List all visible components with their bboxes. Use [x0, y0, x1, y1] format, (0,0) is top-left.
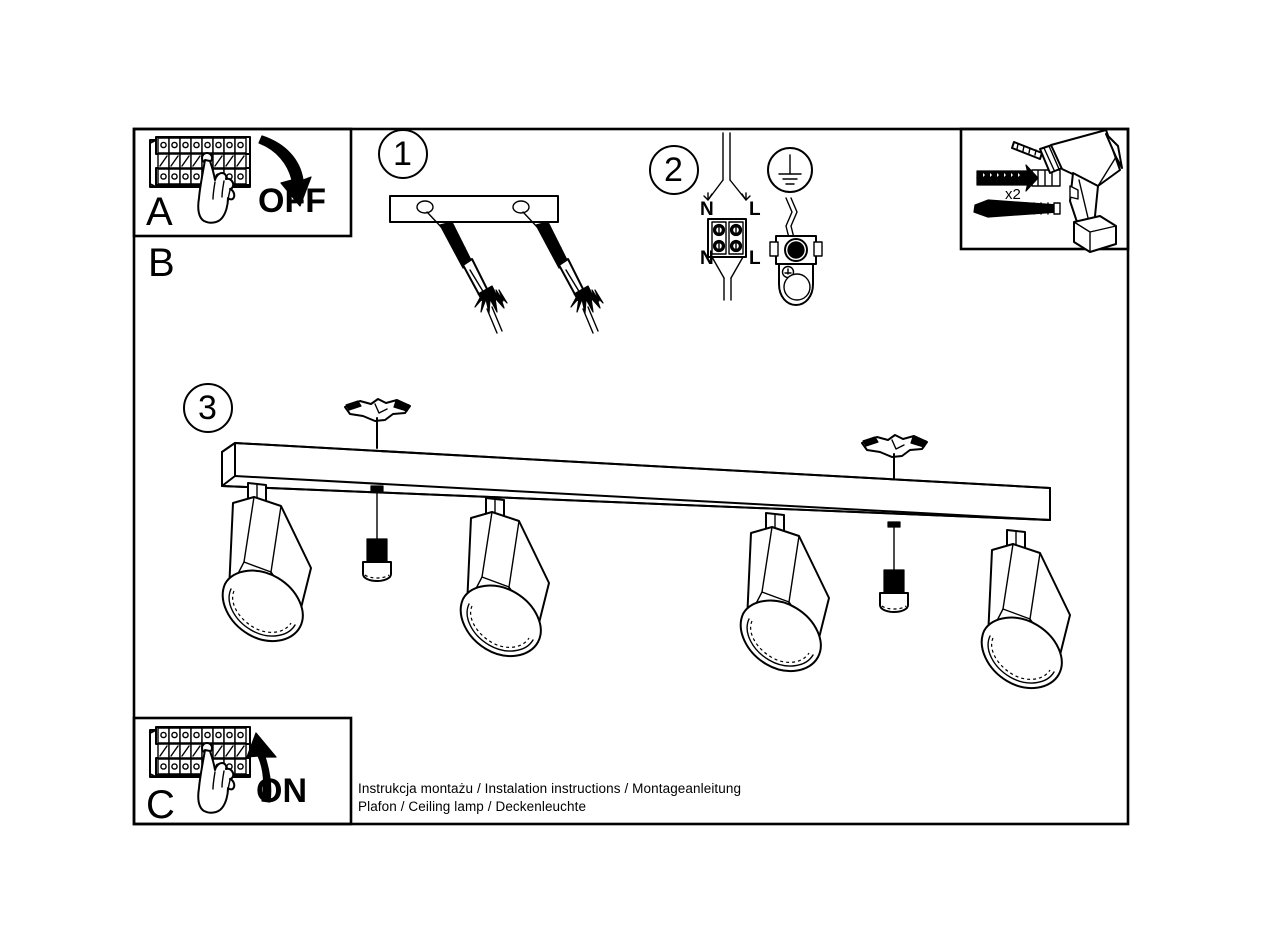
arrow-curved-up-icon-c — [246, 732, 277, 803]
step-1-number: 1 — [393, 135, 412, 173]
terminal-label-l-bottom: L — [749, 248, 761, 269]
step-2-wiring-drawing — [703, 132, 823, 306]
wall-plug-anchor-icon — [976, 164, 1061, 192]
spotlight-head-2 — [459, 497, 550, 657]
screw-icon — [973, 199, 1061, 218]
circuit-breaker-panel-icon-a — [149, 136, 251, 188]
hanging-bulb-2 — [879, 521, 909, 613]
terminal-label-l-top: L — [749, 199, 761, 220]
hand-pointing-icon-a — [197, 152, 236, 224]
tools-quantity-label: x2 — [1005, 186, 1021, 203]
step-2-number: 2 — [664, 151, 683, 189]
panel-a-box — [132, 127, 353, 238]
footer-line-1: Instrukcja montażu / Instalation instruc… — [358, 781, 742, 796]
mounting-bracket-1 — [344, 398, 411, 449]
terminal-label-n-bottom: N — [700, 248, 714, 269]
step-2-circle — [649, 145, 699, 195]
step-3-circle — [183, 383, 233, 433]
spotlight-head-3 — [739, 512, 830, 672]
step-3-number: 3 — [198, 389, 217, 427]
circuit-breaker-panel-icon-c — [149, 726, 251, 778]
step-1-drawing — [389, 195, 604, 334]
hand-pointing-icon-c — [197, 742, 236, 814]
power-drill-icon — [1011, 129, 1123, 253]
step-1-circle — [378, 129, 428, 179]
step-3-lamp-drawing — [221, 398, 1071, 689]
panel-a-state-label: OFF — [258, 182, 326, 220]
tools-box — [959, 127, 1130, 251]
spotlight-head-1 — [221, 482, 312, 642]
footer-line-2: Plafon / Ceiling lamp / Deckenleuchte — [358, 799, 587, 814]
panel-c-box — [132, 716, 353, 826]
panel-c-letter: C — [146, 783, 175, 827]
arrow-curved-down-icon-a — [258, 135, 312, 207]
panel-b-letter: B — [148, 241, 175, 285]
hanging-bulb-1 — [362, 485, 392, 582]
terminal-label-n-top: N — [700, 199, 714, 220]
mounting-bracket-2 — [861, 434, 928, 491]
panel-a-letter: A — [146, 190, 173, 234]
sheet-outer-frame — [132, 127, 1130, 826]
panel-c-state-label: ON — [256, 772, 307, 810]
spotlight-head-4 — [980, 529, 1071, 689]
